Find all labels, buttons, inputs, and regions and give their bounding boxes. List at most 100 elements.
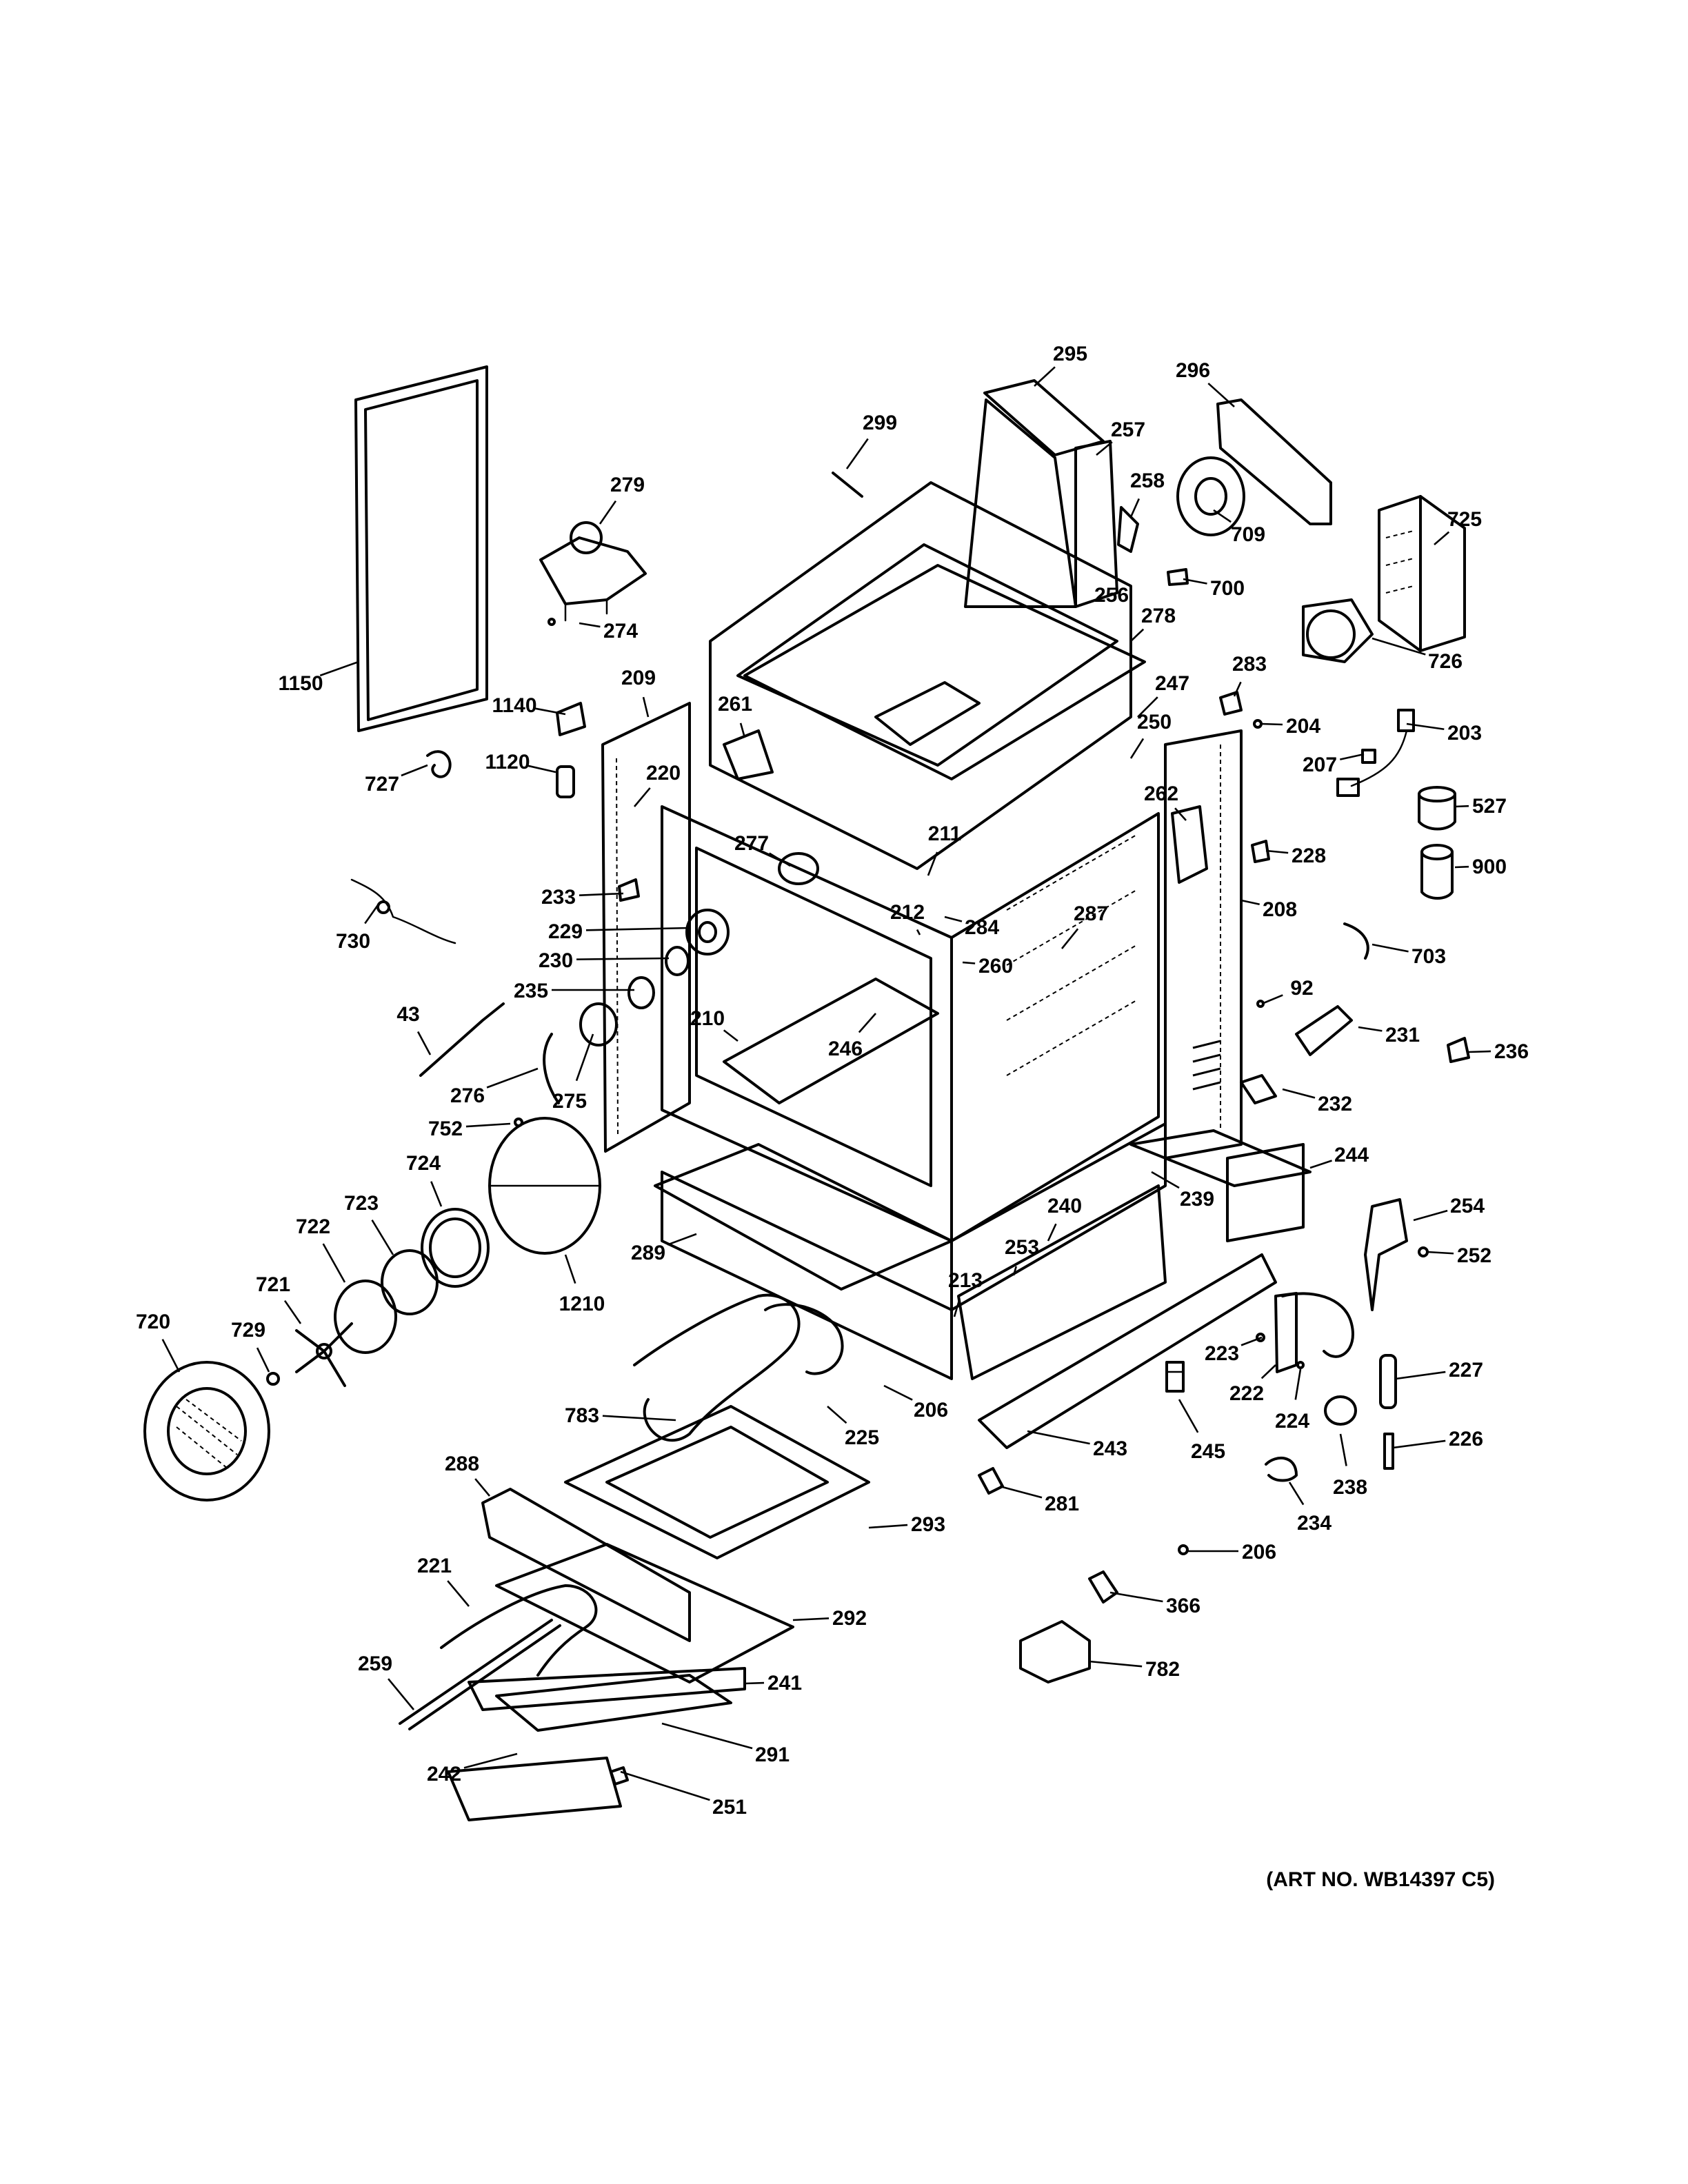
lamp-bulb-235: [627, 976, 655, 1009]
callout-label-c-293: 293: [911, 1513, 945, 1536]
callout-label-c-223: 223: [1205, 1342, 1239, 1365]
callout-label-c-720: 720: [136, 1311, 170, 1333]
screw-206: [1178, 1544, 1189, 1555]
leader-line-c-226: [1392, 1439, 1446, 1449]
bracket-262: [1171, 805, 1208, 884]
rail-259: [399, 1619, 561, 1730]
callout-label-c-1140: 1140: [492, 694, 536, 717]
broil-element-221: [440, 1584, 598, 1677]
callout-label-c-726: 726: [1428, 650, 1463, 673]
leader-line-c-225: [827, 1406, 847, 1424]
callout-label-c-228: 228: [1292, 845, 1326, 867]
leader-line-c-283: [1233, 681, 1242, 697]
callout-label-c-703: 703: [1411, 945, 1446, 968]
callout-label-c-900: 900: [1472, 856, 1507, 878]
callout-label-c-245: 245: [1191, 1440, 1225, 1463]
leader-line-c-720: [161, 1339, 181, 1373]
leader-line-c-207: [1340, 753, 1365, 760]
part-258: [1117, 506, 1139, 553]
leader-line-c-726: [1372, 637, 1426, 656]
leader-line-c-275: [575, 1033, 594, 1082]
part-281: [978, 1467, 1004, 1495]
callout-label-c-284: 284: [965, 916, 999, 939]
callout-label-c-253: 253: [1005, 1236, 1039, 1259]
leader-line-c-262: [1174, 807, 1187, 821]
leader-line-c-222: [1260, 1364, 1276, 1379]
callout-label-c-724: 724: [406, 1152, 441, 1175]
leader-line-c-281: [999, 1485, 1043, 1499]
leader-line-c-259: [388, 1678, 415, 1710]
leader-line-c-1120: [527, 765, 556, 774]
leader-line-c-208: [1240, 899, 1260, 905]
leader-line-c-1210: [564, 1254, 576, 1284]
left-side-panel-209: [601, 702, 691, 1153]
lamp-socket-230: [665, 946, 690, 976]
wire-connector-203: [1336, 709, 1415, 797]
callout-label-c-258: 258: [1130, 469, 1165, 492]
callout-label-c-782: 782: [1145, 1658, 1180, 1681]
screw-223: [1256, 1333, 1265, 1342]
fan-blade-721: [295, 1322, 353, 1387]
leader-line-c-299: [845, 438, 869, 469]
part-238: [1324, 1395, 1357, 1426]
callout-label-c-231: 231: [1385, 1024, 1420, 1046]
callout-label-c-291: 291: [755, 1743, 790, 1766]
clip-207: [1361, 749, 1376, 764]
leader-line-c-211: [927, 851, 938, 876]
callout-label-c-220: 220: [646, 762, 681, 785]
leader-line-c-230: [576, 957, 670, 960]
leader-line-c-700: [1183, 578, 1207, 585]
leader-line-c-256: [1075, 600, 1093, 608]
gasket-276: [543, 1033, 560, 1104]
leader-line-c-783: [602, 1415, 676, 1422]
leader-line-c-43: [416, 1031, 432, 1055]
leader-line-c-709: [1213, 509, 1232, 523]
callout-label-c-43: 43: [396, 1003, 419, 1026]
panel-240: [957, 1184, 1167, 1380]
callout-label-c-260: 260: [978, 955, 1013, 978]
leader-line-c-231: [1358, 1026, 1383, 1032]
callout-label-c-262: 262: [1144, 782, 1178, 805]
leader-line-c-289: [667, 1233, 697, 1246]
leader-line-c-258: [1129, 498, 1141, 518]
callout-label-c-246: 246: [828, 1038, 863, 1060]
part-236: [1447, 1037, 1470, 1063]
clip-703: [1343, 922, 1369, 960]
front-panel-288: [481, 1488, 691, 1642]
leader-line-c-236: [1468, 1050, 1491, 1053]
leader-line-c-723: [371, 1219, 394, 1255]
callout-label-c-295: 295: [1053, 343, 1087, 365]
leader-line-c-278: [1130, 628, 1145, 642]
orifice-245: [1165, 1361, 1185, 1393]
part-366: [1088, 1570, 1118, 1604]
leader-line-c-252: [1427, 1251, 1454, 1255]
callout-label-c-211: 211: [928, 822, 961, 845]
valve-bracket-222: [1274, 1292, 1298, 1373]
leader-line-c-210: [723, 1029, 738, 1042]
callout-label-c-256: 256: [1094, 584, 1129, 607]
leader-line-c-292: [792, 1617, 830, 1621]
callout-label-c-206b: 206: [1242, 1541, 1276, 1564]
leader-line-c-277: [768, 852, 791, 867]
insulation-289: [654, 1143, 953, 1291]
leader-line-c-206a: [883, 1384, 913, 1401]
callout-label-c-261: 261: [718, 693, 752, 716]
capacitor-clamp-527: [1418, 786, 1456, 831]
door-gasket-1150: [354, 365, 488, 732]
clip-727: [426, 750, 452, 778]
callout-label-c-721: 721: [256, 1273, 290, 1296]
leader-line-c-229: [585, 927, 690, 931]
callout-label-c-235: 235: [514, 980, 548, 1002]
leader-line-c-253: [1012, 1266, 1018, 1276]
igniter-227: [1379, 1354, 1397, 1409]
callout-label-c-244: 244: [1334, 1144, 1369, 1166]
leader-line-c-730: [364, 902, 381, 924]
leader-line-c-254: [1413, 1209, 1448, 1222]
callout-label-c-236: 236: [1494, 1040, 1529, 1063]
leader-line-c-240: [1047, 1223, 1057, 1242]
callout-label-c-234: 234: [1297, 1512, 1332, 1535]
leader-line-c-366: [1109, 1591, 1163, 1603]
capacitor-900: [1420, 844, 1454, 900]
motor-726: [1302, 598, 1374, 663]
